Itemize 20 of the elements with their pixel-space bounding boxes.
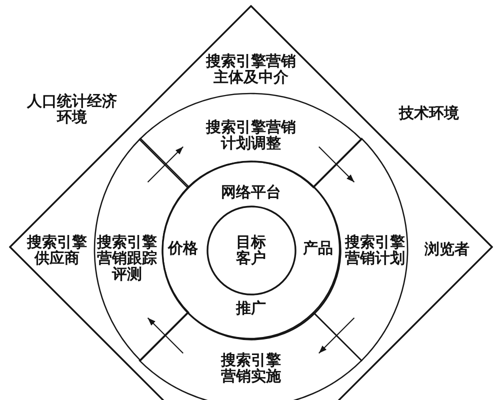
segment-label: 搜索引擎营销实施 (220, 352, 282, 384)
ring-label: 价格 (168, 240, 198, 256)
segment-label: 搜索引擎营销跟踪评测 (96, 234, 158, 282)
circle (160, 160, 342, 340)
segment-label: 搜索引擎营销计划 (344, 234, 406, 266)
region-label: 搜索引擎营销主体及中介 (205, 53, 297, 85)
arrow (318, 318, 355, 354)
region-label: 浏览者 (424, 241, 470, 257)
arrow (147, 318, 184, 354)
environment-label: 人口统计经济环境 (26, 93, 118, 125)
ring-label: 网络平台 (221, 184, 281, 200)
inner-circle (206, 204, 296, 296)
arrow (318, 146, 355, 182)
region-label: 搜索引擎供应商 (26, 234, 88, 266)
segment-label: 搜索引擎营销计划调整 (204, 119, 297, 151)
arrow (147, 146, 184, 182)
environment-label: 技术环境 (399, 105, 459, 121)
ring-label: 产品 (303, 240, 333, 256)
center-label: 目标客户 (235, 234, 267, 266)
ring-label: 推广 (236, 300, 266, 316)
